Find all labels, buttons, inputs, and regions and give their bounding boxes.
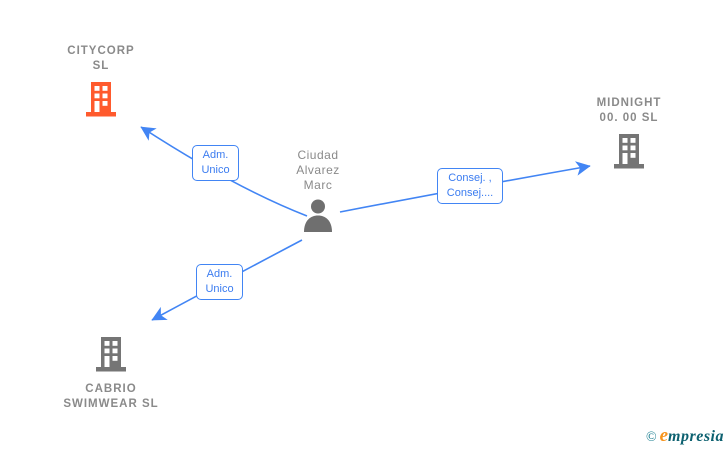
person-name: Ciudad Alvarez Marc (296, 148, 340, 193)
edge-label-line2: Consej.... (446, 187, 494, 199)
company-name-line1: CITYCORP (67, 45, 135, 57)
building-icon (611, 131, 647, 174)
company-node-midnight[interactable]: MIDNIGHT 00. 00 SL (568, 96, 690, 174)
edge-label-line1: Consej. , (448, 172, 492, 184)
building-icon (93, 334, 129, 377)
person-name-line3: Marc (303, 178, 333, 192)
company-name: CITYCORP SL (67, 44, 134, 74)
edge-label-adm-unico-top: Adm. Unico (192, 145, 239, 181)
company-name-line2: 00. 00 SL (599, 112, 659, 124)
company-name-line2: SL (92, 60, 110, 72)
edge-label-line1: Adm. (202, 149, 229, 161)
building-icon (83, 79, 119, 122)
edge-label-adm-unico-bottom: Adm. Unico (196, 264, 243, 300)
person-name-line1: Ciudad (297, 148, 339, 162)
person-name-line2: Alvarez (296, 163, 340, 177)
edge-label-line2: Unico (201, 164, 230, 176)
brand-name: mpresia (668, 428, 724, 445)
brand-initial: e (659, 425, 669, 446)
company-name: CABRIO SWIMWEAR SL (63, 382, 158, 412)
person-icon (300, 198, 336, 237)
edge-label-consejero: Consej. , Consej.... (437, 168, 503, 204)
company-name-line2: SWIMWEAR SL (63, 398, 159, 410)
edge-label-line2: Unico (205, 283, 234, 295)
person-node-ciudad-alvarez-marc[interactable]: Ciudad Alvarez Marc (270, 148, 366, 237)
company-name-line1: MIDNIGHT (596, 97, 662, 109)
copyright-icon: © (645, 430, 657, 445)
empresia-logo[interactable]: ©empresia (646, 425, 724, 447)
company-name-line1: CABRIO (85, 383, 137, 395)
company-name: MIDNIGHT 00. 00 SL (597, 96, 662, 126)
edge-label-line1: Adm. (206, 268, 233, 280)
company-node-citycorp[interactable]: CITYCORP SL (40, 44, 162, 122)
company-node-cabrio[interactable]: CABRIO SWIMWEAR SL (50, 334, 172, 412)
